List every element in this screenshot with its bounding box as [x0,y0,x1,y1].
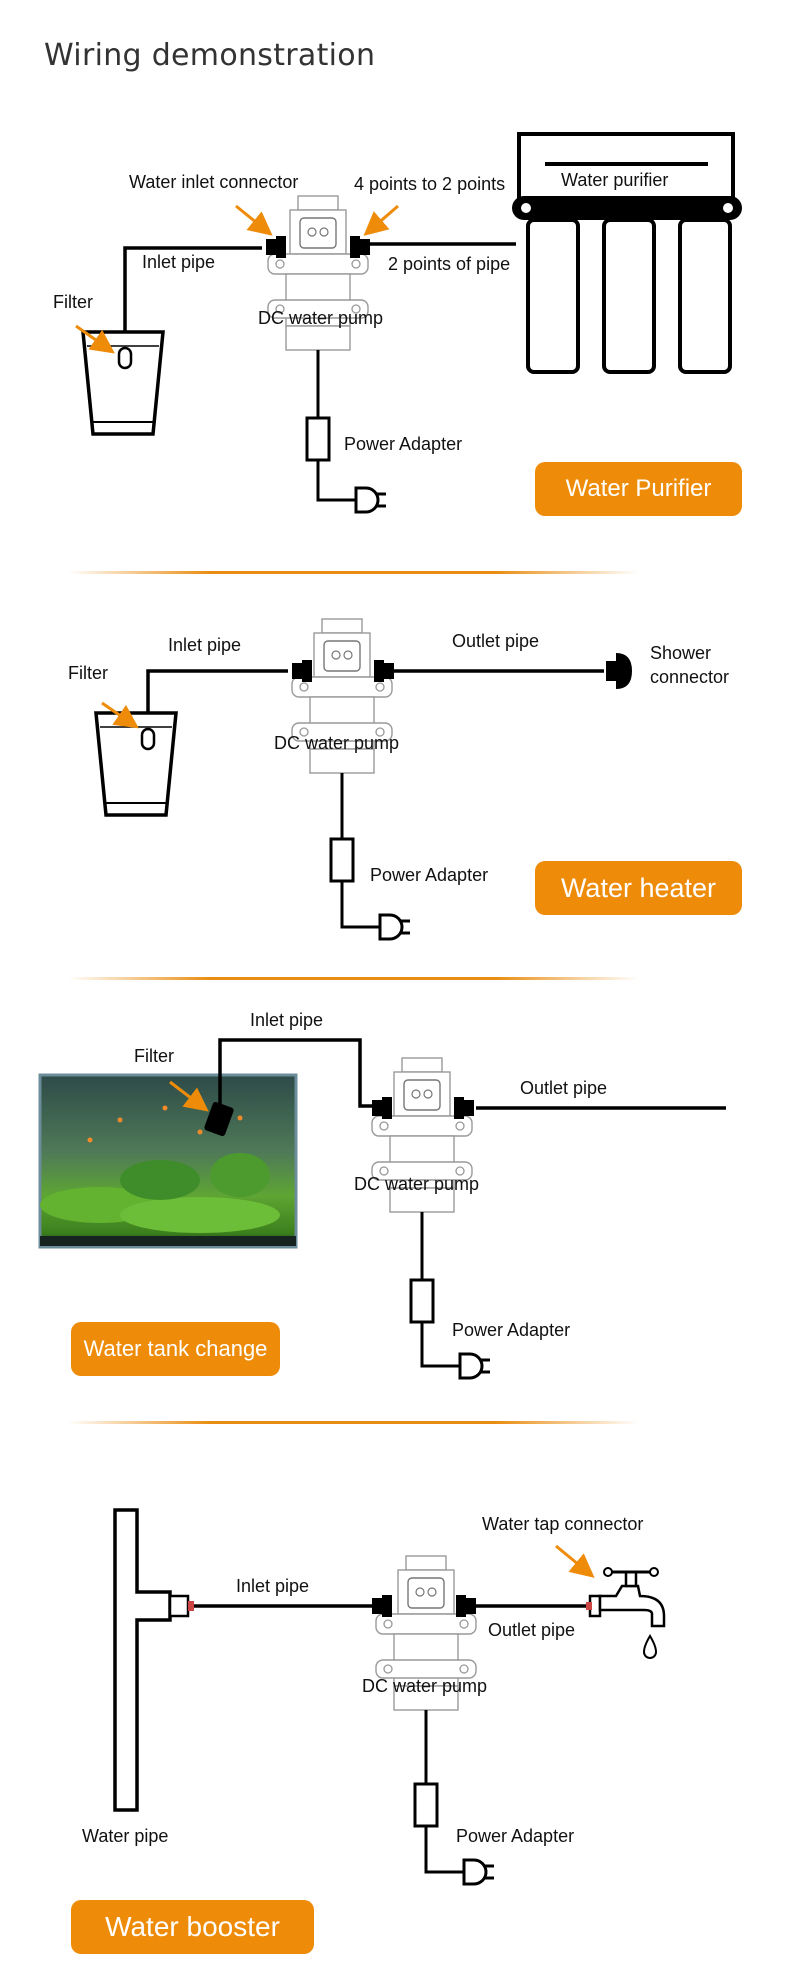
label-shower-1: Shower [650,643,711,663]
aquarium-image [38,1073,298,1249]
power-adapter-icon [413,1782,439,1828]
label-outlet-pipe: Outlet pipe [488,1620,575,1640]
outlet-connector-icon [456,1595,476,1617]
filter-icon [140,727,156,751]
label-water-tap-connector: Water tap connector [482,1514,643,1534]
water-pipe-icon [113,1508,172,1812]
label-filter: Filter [53,292,93,312]
label-filter: Filter [68,663,108,683]
filter-icon [204,1101,234,1137]
label-outlet-pipe: Outlet pipe [520,1078,607,1098]
water-booster-svg: Water tap connector Inlet pipe Outlet pi… [82,1508,666,1886]
arrow-icon [75,324,115,354]
page-title: Wiring demonstration [44,38,376,73]
label-outlet-pipe: Outlet pipe [452,631,539,651]
cup-icon [94,711,178,817]
plug-icon [450,1352,492,1380]
label-water-inlet-connector: Water inlet connector [129,172,298,192]
label-pump: DC water pump [274,733,399,753]
inlet-pipe-line [218,1038,382,1112]
plug-icon [454,1858,496,1886]
label-inlet-pipe: Inlet pipe [168,635,241,655]
power-adapter-icon [305,416,331,462]
label-pump: DC water pump [258,308,383,328]
filter-icon [117,346,133,370]
label-power-adapter: Power Adapter [370,865,488,885]
diagram-water-booster: Water tap connector Inlet pipe Outlet pi… [0,1480,790,1960]
power-adapter-icon [409,1278,435,1324]
inlet-pipe-line [146,669,288,715]
badge-water-heater: Water heater [535,861,742,915]
outlet-connector-icon [374,660,394,682]
label-power-adapter: Power Adapter [456,1826,574,1846]
label-two-points-pipe: 2 points of pipe [388,254,510,274]
plug-icon [346,486,388,514]
diagram-water-purifier: Water inlet connector 4 points to 2 poin… [0,120,790,540]
label-four-to-two: 4 points to 2 points [354,174,505,194]
arrow-icon [169,1080,209,1112]
divider [68,977,638,980]
arrow-icon [101,701,139,729]
label-filter: Filter [134,1046,174,1066]
label-inlet-pipe: Inlet pipe [250,1010,323,1030]
power-adapter-icon [329,837,355,883]
label-shower-2: connector [650,667,729,687]
label-power-adapter: Power Adapter [344,434,462,454]
inlet-connector-icon [372,1595,392,1617]
badge-water-purifier: Water Purifier [535,462,742,516]
diagram-water-heater: Inlet pipe Outlet pipe Shower connector … [0,615,790,975]
divider [68,1421,638,1424]
inlet-connector-icon [266,236,286,258]
outlet-connector-icon [454,1097,474,1119]
water-heater-svg: Inlet pipe Outlet pipe Shower connector … [68,618,729,941]
divider [68,571,638,574]
water-purifier-svg: Water inlet connector 4 points to 2 poin… [53,132,742,514]
outlet-connector-icon [350,236,370,258]
water-tap-icon [586,1567,666,1659]
label-pump: DC water pump [362,1676,487,1696]
inlet-connector-icon [292,660,312,682]
badge-water-tank-change: Water tank change [71,1322,280,1376]
inlet-pipe-line [123,246,262,340]
water-tank-svg: Inlet pipe Filter Outlet pipe DC water p… [38,1010,726,1380]
label-power-adapter: Power Adapter [452,1320,570,1340]
label-inlet-pipe: Inlet pipe [142,252,215,272]
arrow-icon [235,204,273,236]
label-water-pipe: Water pipe [82,1826,168,1846]
badge-water-booster: Water booster [71,1900,314,1954]
label-pump: DC water pump [354,1174,479,1194]
water-purifier-unit [512,132,742,374]
diagram-water-tank: Inlet pipe Filter Outlet pipe DC water p… [0,1000,790,1390]
shower-connector-icon [606,653,632,689]
arrow-icon [555,1544,595,1578]
arrow-icon [363,204,399,236]
inlet-connector-icon [372,1097,392,1119]
label-inlet-pipe: Inlet pipe [236,1576,309,1596]
label-water-purifier: Water purifier [561,170,668,190]
plug-icon [370,913,412,941]
